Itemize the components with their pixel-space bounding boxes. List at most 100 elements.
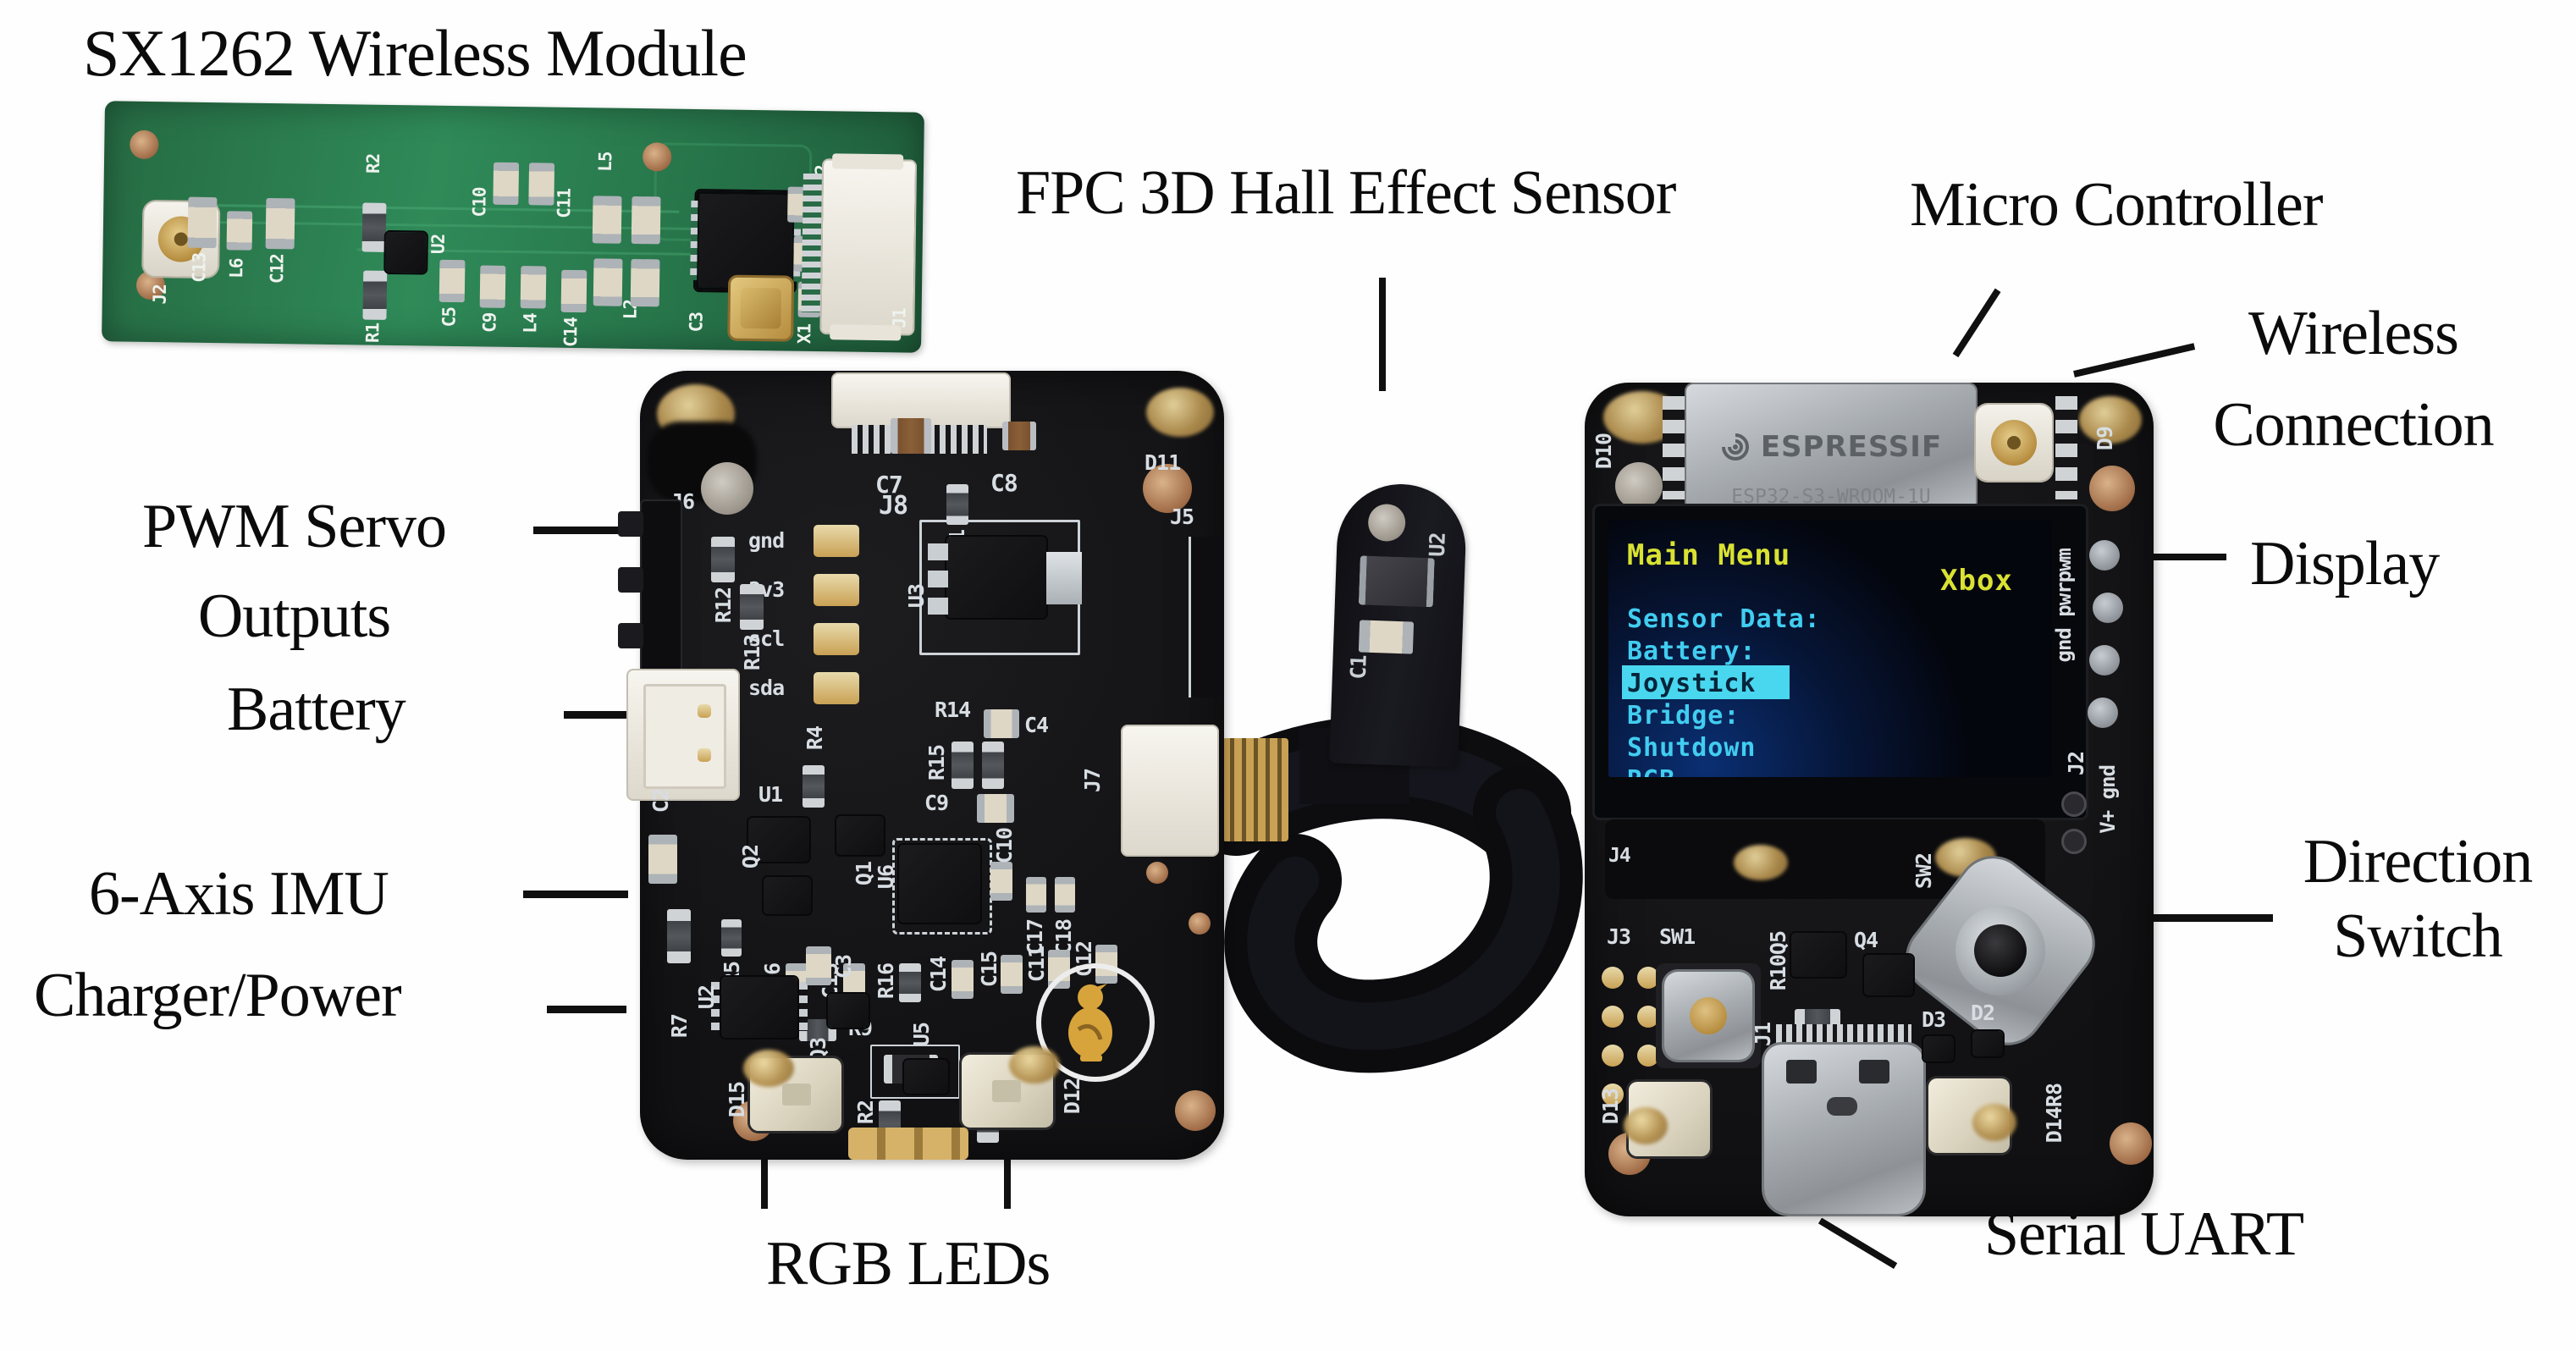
via-hole: [1146, 862, 1168, 884]
silkscreen-j5: J5: [1170, 505, 1194, 529]
solder-ball: [2089, 540, 2120, 571]
capacitor: [891, 418, 931, 454]
capacitor: [1055, 877, 1075, 913]
ic-u1: [748, 818, 809, 862]
bottom-connector-tab: [848, 1128, 968, 1160]
label-wireless-connection-1: Wireless: [2248, 299, 2459, 368]
solder-ball: [2088, 698, 2118, 728]
label-pwm-servo-2: Outputs: [197, 582, 391, 651]
oled-selection-highlight: [1622, 665, 1790, 699]
jst-slot: [643, 684, 726, 789]
silkscreen-r2: R2: [362, 153, 384, 174]
jst-pin: [698, 748, 711, 762]
oled-menu-item: Battery:: [1627, 637, 1757, 666]
silkscreen-j8: J8: [879, 491, 908, 521]
led-d13: [1624, 1082, 1710, 1156]
pad-scl: [814, 623, 859, 655]
fpc-hall-sensor-strip: U2 C1: [1329, 482, 1468, 768]
esp32-module-shield: ESPRESSIF ESP32-S3-WROOM-1U: [1686, 384, 1976, 510]
capacitor: [806, 946, 831, 985]
inductor: [226, 211, 253, 251]
transistor-q5: [1791, 933, 1845, 977]
capacitor: [187, 196, 218, 249]
ffc-latch: [831, 153, 904, 170]
silkscreen-c15: C15: [977, 951, 1001, 988]
edge-label-j2: J2: [2064, 752, 2088, 776]
ic-u5: [904, 1060, 948, 1094]
silkscreen-c4: C4: [1024, 713, 1049, 737]
capacitor: [493, 162, 520, 206]
silkscreen-j3: J3: [1607, 924, 1631, 949]
small-ic: [385, 231, 427, 273]
main-controller-board: J8 gnd 3v3 scl sda J6 R12 R13 C7 R11 C8 …: [618, 371, 1224, 1160]
silkscreen-j2: J2: [149, 284, 171, 305]
pointer-line-direction-switch: [2121, 914, 2273, 922]
silkscreen-c5: C5: [439, 306, 460, 328]
jst-pin: [698, 704, 711, 718]
silkscreen-r12: R12: [711, 587, 736, 624]
transistor-q3: [828, 994, 869, 1028]
sx1262-module-board: J2 C13 L6 C12 R2 R1 U2 C5 C9 L4 C14 C10 …: [102, 101, 924, 353]
silkscreen-d15: D15: [725, 1082, 749, 1118]
oled-menu-item: Bridge:: [1627, 701, 1740, 731]
pointer-line-imu: [523, 891, 628, 898]
silkscreen-c1: C1: [1345, 654, 1371, 680]
silkscreen-j4: J4: [1608, 845, 1631, 867]
direction-switch-knob: [1974, 924, 2027, 977]
button-sw1-cap: [1690, 997, 1727, 1034]
silkscreen-d2: D2: [1971, 1001, 1995, 1025]
silkscreen-d13: D13: [1598, 1089, 1623, 1125]
label-pwm-servo-1: PWM Servo: [142, 492, 447, 561]
pointer-line-battery: [564, 711, 635, 719]
header-pin: [618, 623, 643, 648]
pad-sda: [814, 672, 859, 704]
silkscreen-c9: C9: [924, 791, 949, 815]
pointer-line-charger: [547, 1006, 626, 1013]
silkscreen-r1: R1: [362, 323, 383, 344]
silkscreen-c14: C14: [926, 957, 951, 993]
oled-menu-item: Shutdown: [1627, 733, 1757, 763]
solder-ball: [2093, 593, 2123, 623]
solder-blob: [1972, 1104, 2016, 1141]
label-direction-switch-1: Direction: [2303, 827, 2533, 896]
silkscreen-c7: C7: [875, 471, 903, 499]
pointer-line-micro-controller: [1952, 288, 2001, 358]
silkscreen-u2: U2: [694, 985, 719, 1010]
header-pin: [618, 511, 643, 537]
silkscreen-u6: U6: [874, 865, 898, 890]
silkscreen-x1: X1: [794, 323, 815, 345]
silkscreen-r13: R13: [740, 635, 764, 671]
led-die: [992, 1080, 1021, 1102]
oled-menu-item: RGB: [1627, 765, 1675, 777]
j3-pad: [1637, 1045, 1659, 1067]
oled-menu-item: Sensor Data:: [1627, 604, 1821, 634]
lead: [928, 571, 948, 587]
capacitor: [1001, 955, 1023, 994]
led-d14: [1928, 1078, 2016, 1153]
oled-display: Main Menu Xbox Sensor Data: Battery: Joy…: [1595, 506, 2086, 818]
resistor: [362, 270, 388, 320]
solder-blob: [1009, 1046, 1060, 1084]
solder-blob: [1146, 388, 1214, 437]
pin-label-gnd: gnd: [748, 528, 785, 553]
mounting-hole: [1175, 1090, 1216, 1131]
silkscreen-q4: Q4: [1854, 928, 1878, 952]
led-die: [782, 1084, 811, 1106]
rgb-led-d12: [962, 1046, 1060, 1128]
pointer-line-pwm: [533, 527, 633, 534]
oled-title: Main Menu: [1627, 538, 1791, 572]
pad-gnd: [814, 525, 859, 557]
edge-label-gnd-pwrpwm: gnd pwrpwm: [2052, 549, 2076, 663]
crystal-x1: [730, 277, 792, 339]
label-wireless-connection-2: Connection: [2213, 390, 2494, 460]
silkscreen-d9: D9: [2093, 427, 2117, 451]
label-rgb-leds: RGB LEDs: [766, 1229, 1051, 1299]
capacitor: [1358, 620, 1415, 654]
label-charger-power: Charger/Power: [34, 961, 402, 1030]
silkscreen-outline: [870, 1045, 960, 1099]
pointer-line-rgb-led-left: [761, 1151, 768, 1209]
mounting-hole: [1367, 503, 1406, 543]
silkscreen-r2: R2: [853, 1100, 878, 1125]
solder-blob: [743, 1050, 794, 1087]
